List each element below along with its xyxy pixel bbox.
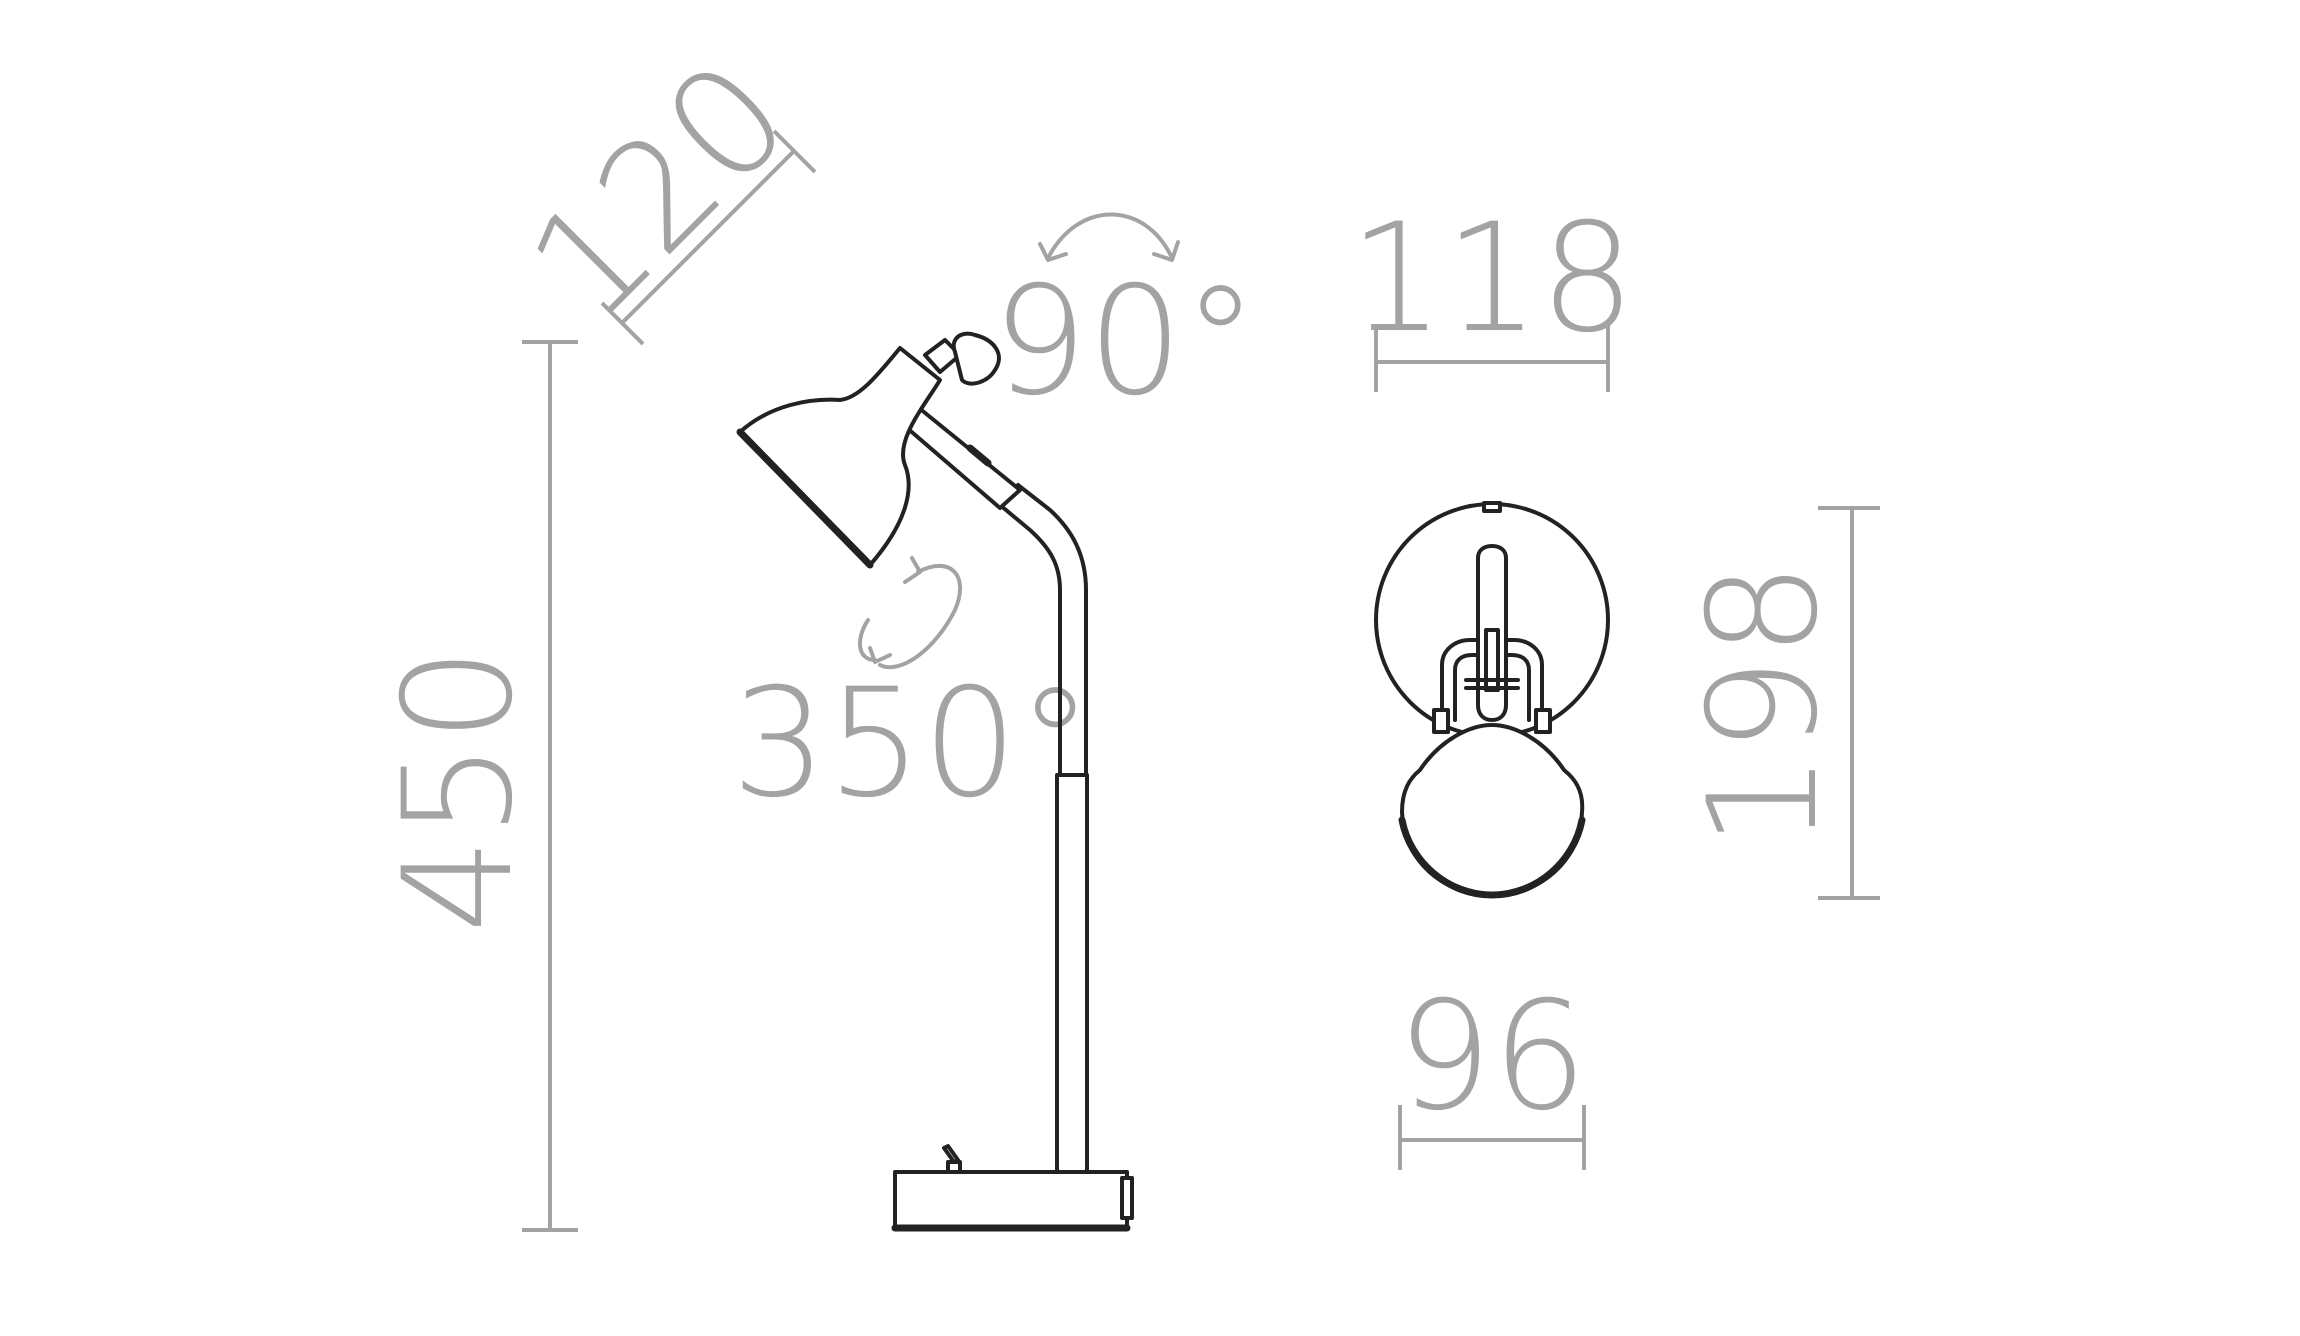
shade-side — [738, 346, 942, 567]
wall-height-label: 198 — [1677, 562, 1851, 848]
tilt-arrow-icon — [1046, 212, 1174, 260]
height-dimension: 450 — [372, 340, 578, 1232]
shade-width-label: 118 — [1349, 192, 1635, 366]
base-width-dimension: 96 — [1397, 970, 1588, 1170]
shade-length-label: 120 — [497, 29, 822, 354]
wall-height-dimension: 198 — [1677, 506, 1880, 900]
shade-width-dimension: 118 — [1349, 192, 1635, 392]
height-label: 450 — [372, 647, 546, 933]
swivel-rotation: 350° — [731, 556, 1093, 831]
base-width-label: 96 — [1397, 970, 1588, 1144]
swivel-arrow-icon — [878, 563, 962, 670]
tilt-label: 90° — [992, 255, 1258, 429]
shade-length-dimension: 120 — [497, 29, 822, 354]
tilt-rotation: 90° — [992, 212, 1258, 429]
lamp-side-view — [736, 331, 1134, 1232]
lamp-front-view — [1374, 501, 1610, 899]
swivel-label: 350° — [731, 657, 1092, 831]
